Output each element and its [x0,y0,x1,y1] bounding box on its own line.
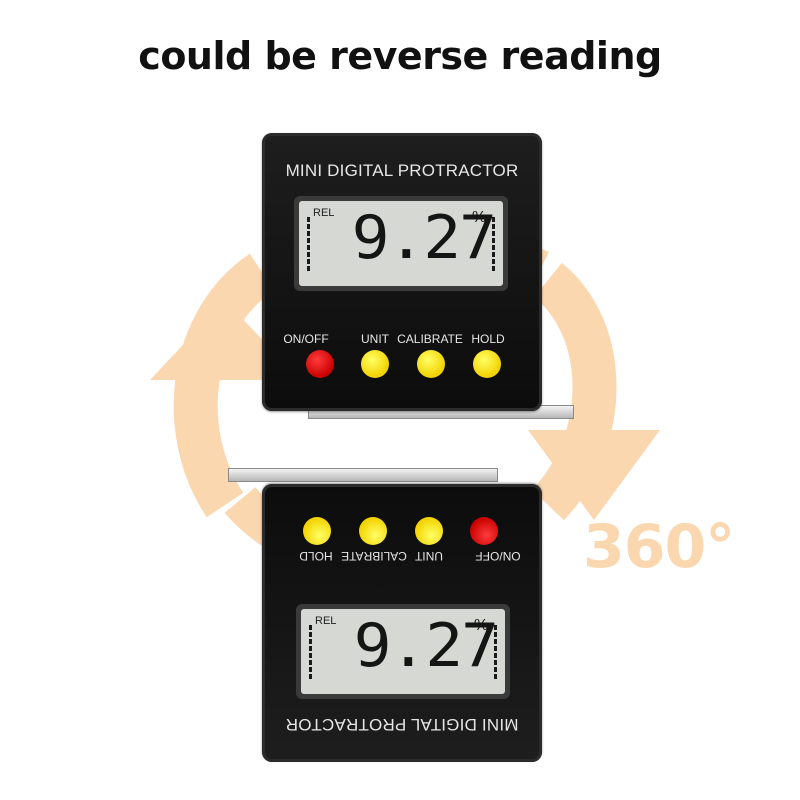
onoff-button[interactable] [306,350,334,378]
hold-button[interactable] [473,350,501,378]
rotation-label: 360° [583,512,735,582]
button-label-onoff: ON/OFF [283,332,329,346]
device-title: MINI DIGITAL PROTRACTOR [285,161,519,180]
unit-button[interactable] [415,517,443,545]
lcd-frame: REL 9.27 % [294,196,508,291]
level-bar-left-icon [307,217,310,275]
headline: could be reverse reading [138,34,662,78]
arrow-right-head [528,430,660,520]
hold-button[interactable] [303,517,331,545]
lcd-unit: % [472,209,487,226]
level-bar-right-icon [492,217,495,275]
button-label-onoff: ON/OFF [475,549,521,563]
lcd-frame: REL 9.27 % [296,604,510,699]
base-plate-bottom [228,468,498,482]
level-bar-right-icon [494,625,497,683]
lcd-display: REL 9.27 % [299,201,503,286]
protractor-device-inverted: MINI DIGITAL PROTRACTOR REL 9.27 % ON/OF… [262,484,542,762]
button-label-hold: HOLD [471,332,505,346]
unit-button[interactable] [361,350,389,378]
button-label-calibrate: CALIBRATE [397,332,463,346]
protractor-device-upright: MINI DIGITAL PROTRACTOR REL 9.27 % ON/OF… [262,133,542,411]
button-label-unit: UNIT [361,332,389,346]
lcd-display: REL 9.27 % [301,609,505,694]
lcd-mode: REL [315,615,337,627]
lcd-unit: % [474,617,489,634]
onoff-button[interactable] [470,517,498,545]
calibrate-button[interactable] [417,350,445,378]
device-title: MINI DIGITAL PROTRACTOR [285,715,519,734]
lcd-reading: 9.27 [351,203,497,273]
button-label-hold: HOLD [299,549,333,563]
lcd-mode: REL [313,207,335,219]
calibrate-button[interactable] [359,517,387,545]
level-bar-left-icon [309,625,312,683]
